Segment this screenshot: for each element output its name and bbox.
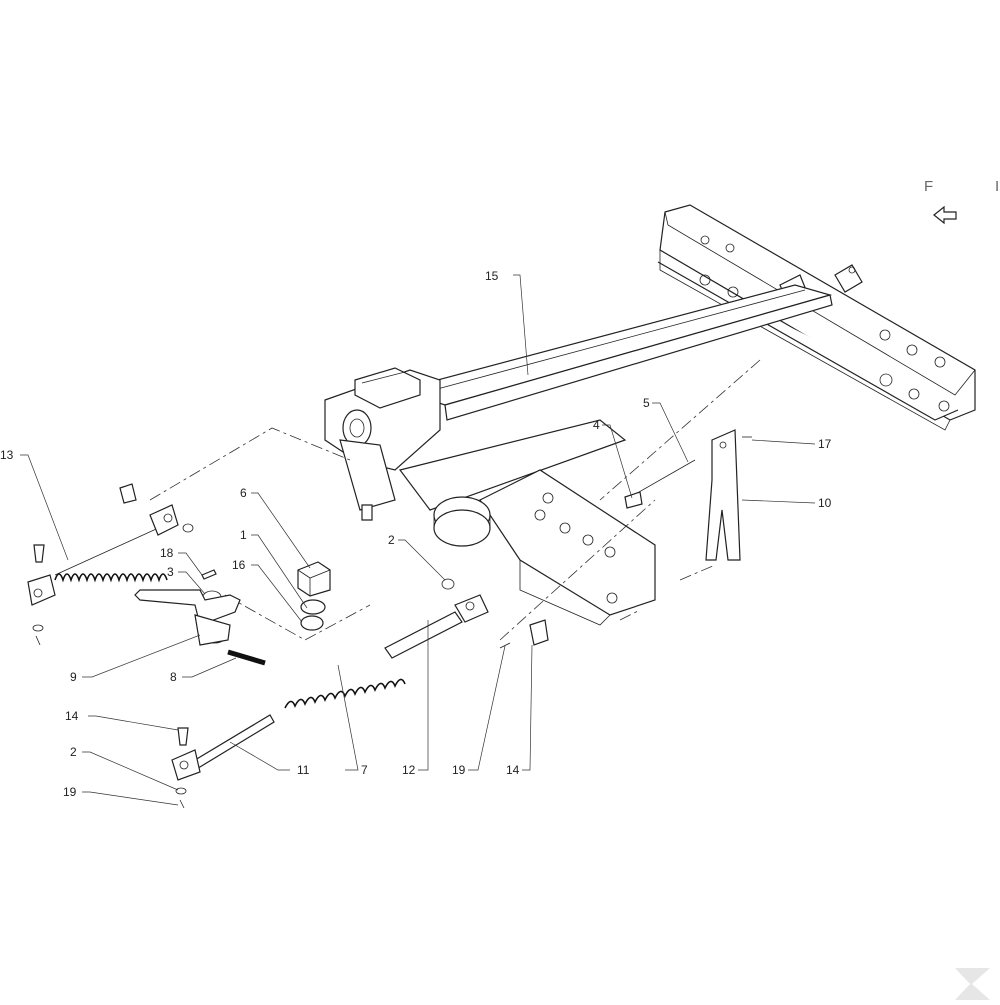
callout-5: 5 bbox=[643, 396, 650, 410]
lower-frame-part bbox=[398, 419, 656, 626]
callout-1: 1 bbox=[240, 528, 247, 542]
bracket-part bbox=[705, 429, 752, 561]
callout-18: 18 bbox=[160, 546, 174, 560]
hitch-head-part bbox=[324, 367, 441, 521]
assembly-lines bbox=[149, 359, 761, 641]
callout-12: 12 bbox=[402, 763, 416, 777]
callout-14-left: 14 bbox=[65, 709, 79, 723]
lever-part bbox=[134, 589, 266, 666]
callout-9: 9 bbox=[70, 670, 77, 684]
callout-4: 4 bbox=[593, 418, 600, 432]
brand-logo-icon bbox=[955, 968, 990, 1000]
callout-15: 15 bbox=[485, 269, 499, 283]
callout-10: 10 bbox=[818, 496, 832, 510]
callout-7: 7 bbox=[361, 763, 368, 777]
view-edge-mark: I bbox=[995, 178, 999, 195]
callout-14-right: 14 bbox=[506, 763, 520, 777]
spring-assembly-upper bbox=[27, 483, 194, 646]
callout-2-lower: 2 bbox=[70, 745, 77, 759]
callout-17: 17 bbox=[818, 437, 832, 451]
callout-labels: 15 13 6 1 16 18 3 9 8 2 4 5 17 10 14 2 1… bbox=[0, 269, 832, 799]
callout-11: 11 bbox=[297, 763, 310, 777]
callout-6: 6 bbox=[240, 486, 247, 500]
callout-13: 13 bbox=[0, 448, 14, 462]
small-parts-group bbox=[201, 561, 455, 631]
callout-19-left: 19 bbox=[63, 785, 77, 799]
callout-8: 8 bbox=[170, 670, 177, 684]
callout-3: 3 bbox=[167, 565, 174, 579]
callout-16: 16 bbox=[232, 558, 246, 572]
leader-lines bbox=[20, 274, 816, 806]
main-drawbar-part bbox=[397, 284, 833, 421]
view-letter: F bbox=[924, 178, 933, 195]
direction-arrow-icon bbox=[933, 205, 957, 225]
callout-19-right: 19 bbox=[452, 763, 466, 777]
spring-rod-assembly-lower bbox=[171, 594, 549, 809]
callout-2-upper: 2 bbox=[388, 533, 395, 547]
cable-part bbox=[624, 459, 696, 509]
